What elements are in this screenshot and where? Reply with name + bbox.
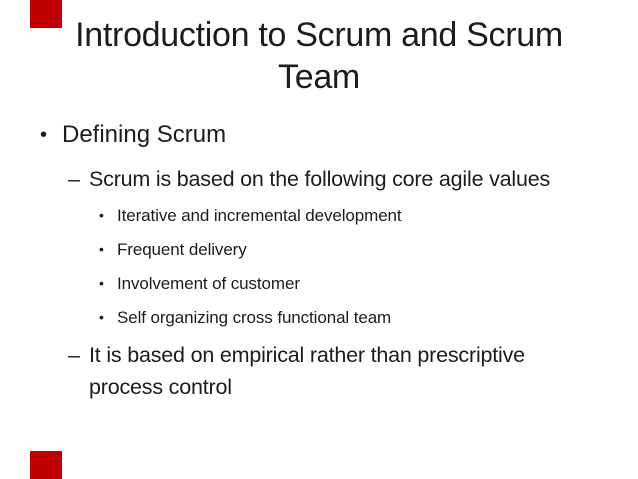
sub-bullet-frequent-delivery: • Frequent delivery [0, 239, 638, 260]
bullet-text: Involvement of customer [117, 273, 300, 293]
slide-title-line1: Introduction to Scrum and Scrum [75, 16, 563, 54]
red-accent-bar-top [30, 0, 62, 28]
slide-body: • Defining Scrum – Scrum is based on the… [0, 121, 638, 403]
sub-bullet-list: • Iterative and incremental development … [0, 205, 638, 328]
red-accent-bar-bottom [30, 451, 62, 479]
slide-title: Introduction to Scrum and Scrum Team [0, 0, 638, 98]
bullet-dot-icon: • [99, 241, 104, 258]
slide-title-line2: Team [278, 58, 360, 97]
bullet-dot-icon: • [40, 124, 48, 147]
bullet-dot-icon: • [99, 274, 104, 291]
sub-bullet-self-organizing: • Self organizing cross functional team [0, 307, 638, 328]
bullet-text: Self organizing cross functional team [117, 307, 392, 327]
bullet-text: Frequent delivery [117, 240, 247, 260]
bullet-core-agile-values: – Scrum is based on the following core a… [0, 164, 638, 195]
bullet-text: It is based on empirical rather than pre… [89, 343, 525, 399]
dash-marker-icon: – [68, 343, 80, 368]
bullet-defining-scrum: • Defining Scrum [0, 121, 638, 150]
bullet-text: Defining Scrum [62, 121, 227, 149]
bullet-dot-icon: • [99, 207, 104, 224]
bullet-text: Iterative and incremental development [117, 206, 402, 226]
sub-bullet-involvement-customer: • Involvement of customer [0, 273, 638, 294]
sub-bullet-iterative: • Iterative and incremental development [0, 205, 638, 226]
bullet-empirical-process: – It is based on empirical rather than p… [0, 340, 638, 402]
bullet-dot-icon: • [99, 308, 104, 325]
dash-marker-icon: – [68, 167, 80, 192]
bullet-text: Scrum is based on the following core agi… [89, 167, 551, 192]
